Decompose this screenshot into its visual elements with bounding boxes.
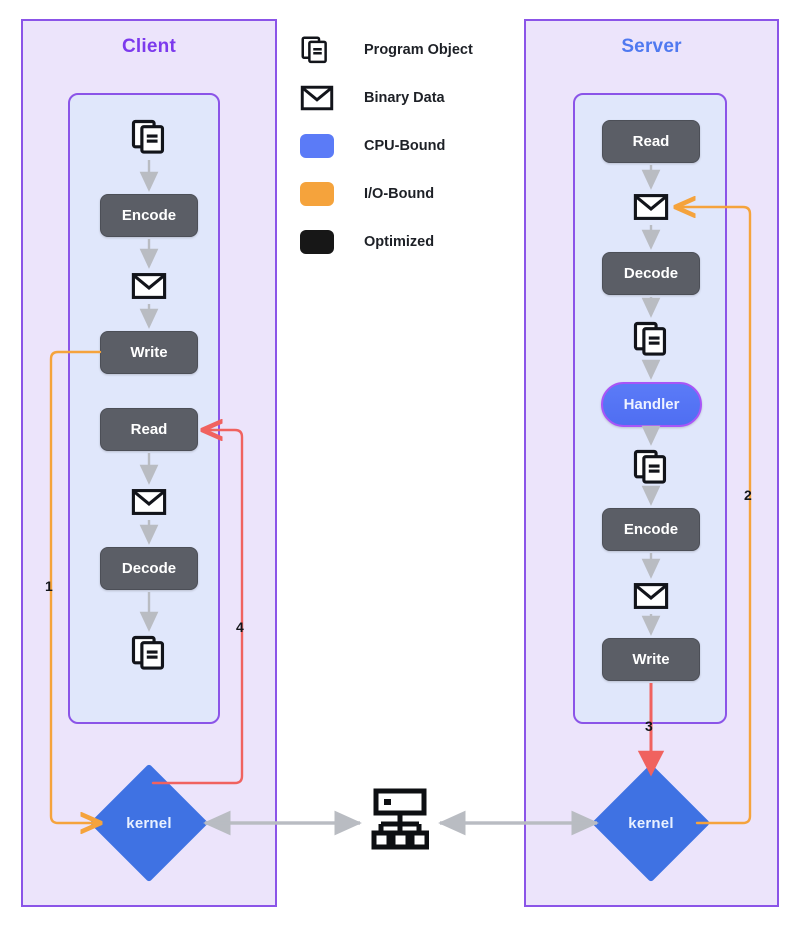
client-title: Client	[122, 36, 176, 57]
server-title: Server	[621, 36, 682, 57]
server-node-write[interactable]: Write	[602, 638, 700, 681]
legend-label-cpu-bound: CPU-Bound	[364, 138, 446, 154]
server-node-write-label: Write	[632, 651, 670, 668]
legend-label-optimized: Optimized	[364, 234, 435, 250]
client-node-decode-label: Decode	[121, 560, 177, 577]
client-node-write[interactable]: Write	[100, 331, 198, 374]
cpu-bound-swatch-icon	[300, 134, 342, 158]
server-node-encode[interactable]: Encode	[602, 508, 700, 551]
optimized-swatch	[300, 230, 334, 254]
client-node-encode-label: Encode	[121, 207, 177, 224]
cpu-bound-swatch	[300, 134, 334, 158]
client-binary-data-icon-1	[131, 271, 167, 306]
client-node-read[interactable]: Read	[100, 408, 198, 451]
legend-label-binary-data: Binary Data	[364, 90, 445, 106]
client-kernel[interactable]: kernel	[89, 763, 209, 883]
legend-item-cpu-bound: CPU-Bound	[300, 122, 473, 170]
step-4-label: 4	[236, 619, 244, 635]
server-kernel-label: kernel	[628, 814, 674, 832]
step-3-label: 3	[645, 718, 653, 734]
legend-item-io-bound: I/O-Bound	[300, 170, 473, 218]
server-program-object-icon-2	[632, 448, 670, 491]
binary-data-icon	[300, 84, 342, 112]
client-kernel-label: kernel	[126, 814, 172, 832]
io-bound-swatch	[300, 182, 334, 206]
client-node-write-label: Write	[130, 344, 168, 361]
server-node-handler[interactable]: Handler	[601, 382, 702, 427]
client-node-encode[interactable]: Encode	[100, 194, 198, 237]
legend-label-io-bound: I/O-Bound	[364, 186, 435, 202]
network-switch-icon	[371, 788, 430, 855]
legend-item-program-object: Program Object	[300, 26, 473, 74]
client-node-read-label: Read	[130, 421, 168, 438]
server-node-read-label: Read	[632, 133, 670, 150]
server-binary-data-icon-1	[633, 192, 669, 227]
server-node-handler-label: Handler	[623, 396, 680, 413]
optimized-swatch-icon	[300, 230, 342, 254]
step-2-label: 2	[744, 487, 752, 503]
legend-label-program-object: Program Object	[364, 42, 473, 58]
program-object-icon	[300, 35, 342, 65]
server-node-encode-label: Encode	[623, 521, 679, 538]
client-program-object-icon-top	[130, 118, 168, 161]
legend: Program Object Binary Data CPU-Bound I/O…	[300, 26, 473, 266]
client-node-decode[interactable]: Decode	[100, 547, 198, 590]
server-binary-data-icon-2	[633, 581, 669, 616]
legend-item-binary-data: Binary Data	[300, 74, 473, 122]
legend-item-optimized: Optimized	[300, 218, 473, 266]
step-1-label: 1	[45, 578, 53, 594]
server-node-decode[interactable]: Decode	[602, 252, 700, 295]
client-binary-data-icon-2	[131, 487, 167, 522]
io-bound-swatch-icon	[300, 182, 342, 206]
server-node-read[interactable]: Read	[602, 120, 700, 163]
server-node-decode-label: Decode	[623, 265, 679, 282]
server-program-object-icon-1	[632, 320, 670, 363]
server-kernel[interactable]: kernel	[591, 763, 711, 883]
client-program-object-icon-bottom	[130, 634, 168, 677]
